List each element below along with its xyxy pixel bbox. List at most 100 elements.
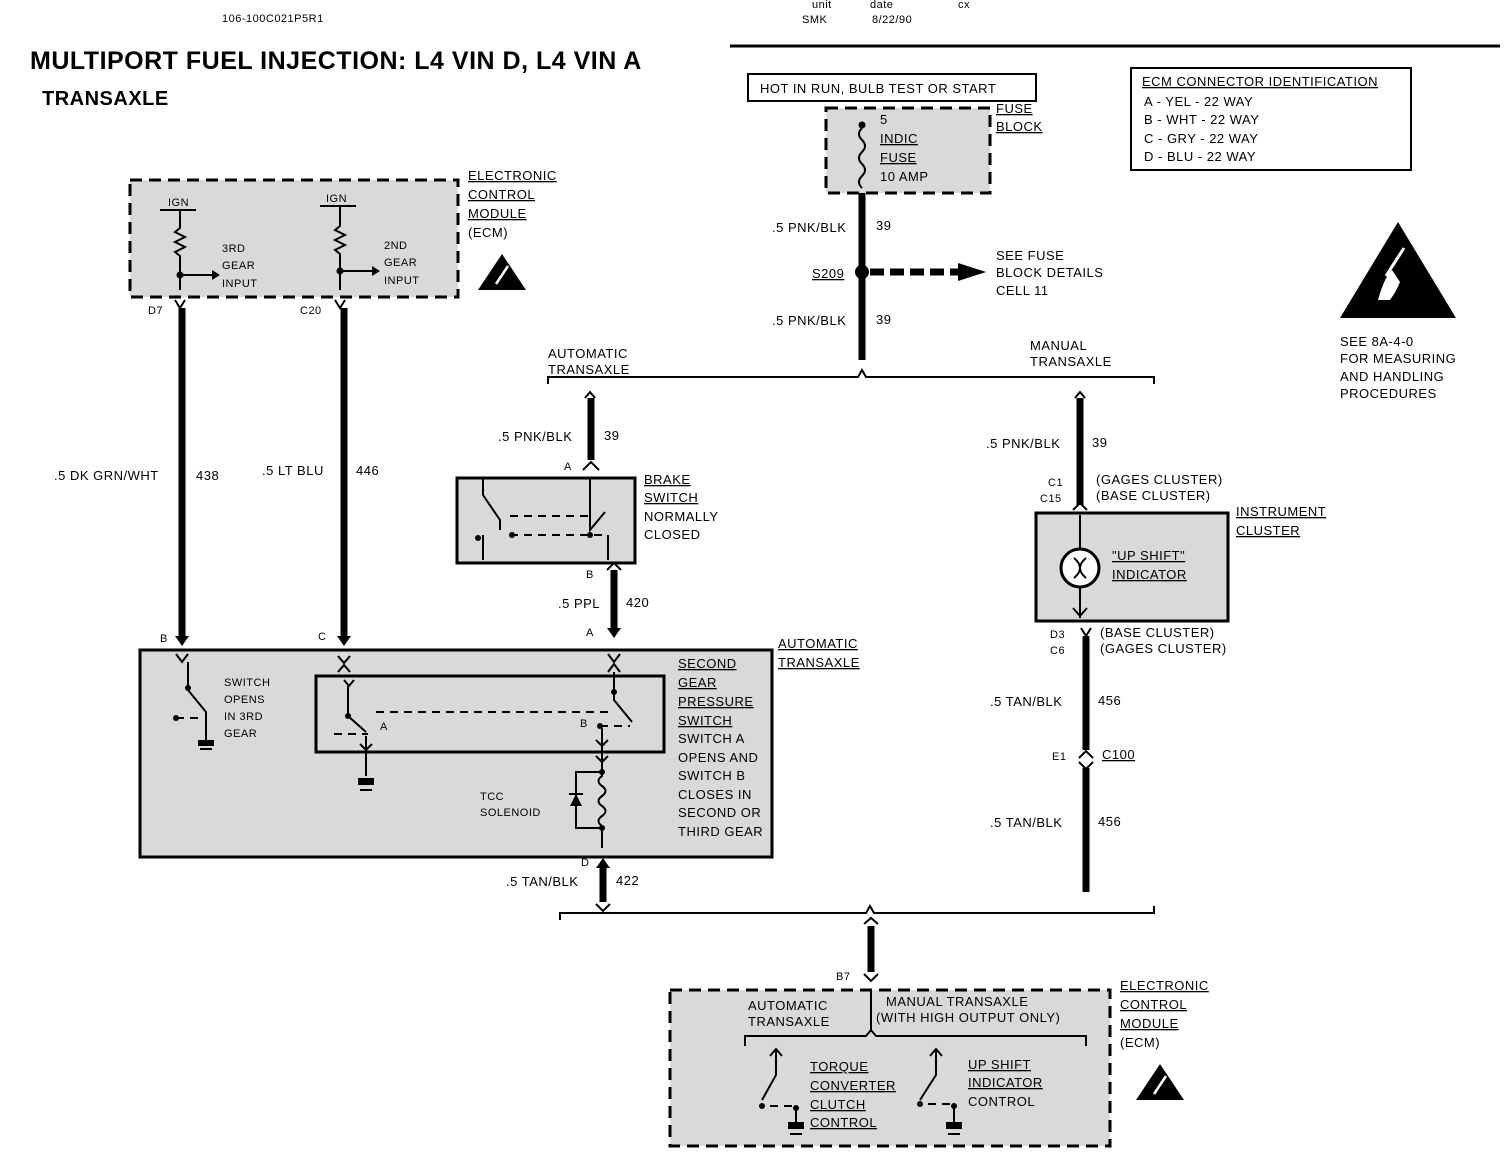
brake-node-1 xyxy=(587,532,593,538)
conn-c100 xyxy=(1078,749,1094,771)
switch-3rd-contact xyxy=(187,662,207,735)
cluster-pin-d3: D3 xyxy=(1050,629,1065,641)
splice-s209 xyxy=(855,265,869,279)
arrowhead-3rd xyxy=(212,270,220,280)
second-gear-switch-box xyxy=(314,674,666,754)
ecm-connector-row-b: B - WHT - 22 WAY xyxy=(1144,112,1259,127)
ecm-bottom-auto-2: TRANSAXLE xyxy=(748,1014,830,1029)
second-desc-2: OPENS AND xyxy=(678,750,758,765)
tcc-node-1 xyxy=(599,769,605,775)
wire-39c-num: 39 xyxy=(604,428,619,443)
cluster-c6-note: (GAGES CLUSTER) xyxy=(1100,641,1227,656)
sw-b-arrow xyxy=(595,739,609,748)
switch-3rd-node xyxy=(185,685,191,691)
unit-label: unit xyxy=(812,0,832,11)
ecm-bottom-bracket xyxy=(744,1028,1087,1046)
sw-a-label: A xyxy=(380,721,388,733)
ecm-bottom-label-3: MODULE xyxy=(1120,1016,1179,1031)
conn-c20 xyxy=(334,299,346,310)
conn-transaxle-b xyxy=(175,653,189,664)
branch-bracket-top xyxy=(547,367,1155,384)
tcc-control-arrow xyxy=(769,1047,783,1057)
ecm-top-label-4: (ECM) xyxy=(468,225,508,240)
brake-label-4: CLOSED xyxy=(644,527,700,542)
ecm-bottom-box xyxy=(668,988,1112,1148)
wire-456a-gauge: .5 TAN/BLK xyxy=(990,694,1062,709)
ecm-bottom-manual-2: (WITH HIGH OUTPUT ONLY) xyxy=(876,1010,1060,1025)
ecm-bottom-auto-1: AUTOMATIC xyxy=(748,998,828,1013)
brake-label-3: NORMALLY xyxy=(644,509,719,524)
document-id: 106-100C021P5R1 xyxy=(222,13,324,25)
ecm-bottom-label-2: CONTROL xyxy=(1120,997,1187,1012)
second-desc-3: SWITCH B xyxy=(678,768,746,783)
conn-422-bottom xyxy=(595,903,611,913)
second-desc-5: SECOND OR xyxy=(678,805,761,820)
wire-422-arrow xyxy=(596,858,610,868)
conn-cluster-in xyxy=(1072,501,1088,511)
ecm-bottom-label-4: (ECM) xyxy=(1120,1035,1160,1050)
tcc-diode-icon xyxy=(570,794,582,806)
ground-icon-1 xyxy=(198,735,214,750)
ecm-pin-b7: B7 xyxy=(836,971,850,983)
brake-switch-contact-1 xyxy=(589,478,606,533)
wire-446-gauge: .5 LT BLU xyxy=(262,463,324,478)
upshift-control-2: INDICATOR xyxy=(968,1075,1043,1090)
tcc-label-2: SOLENOID xyxy=(480,807,541,819)
wire-438-num: 438 xyxy=(196,468,219,483)
conn-brake-a xyxy=(582,460,600,471)
wire-422-num: 422 xyxy=(616,873,639,888)
fuse-icon xyxy=(858,127,866,189)
page-title: MULTIPORT FUEL INJECTION: L4 VIN D, L4 V… xyxy=(30,47,642,75)
transaxle-pin-b: B xyxy=(160,633,168,645)
fuse-block-box xyxy=(824,106,992,195)
bulb-filament xyxy=(1073,557,1087,579)
branch-auto-1: AUTOMATIC xyxy=(548,346,628,361)
input-3rd-2: GEAR xyxy=(222,260,255,272)
switch-3rd-1: SWITCH xyxy=(224,677,270,689)
cluster-label-2: CLUSTER xyxy=(1236,523,1300,538)
esd-note-2: FOR MEASURING xyxy=(1340,351,1456,366)
ecm-top-ign-1: IGN xyxy=(168,197,189,209)
upshift-control-node-2 xyxy=(951,1103,957,1109)
ecm-top-label-2: CONTROL xyxy=(468,187,535,202)
ecm-top-label-1: ELECTRONIC xyxy=(468,168,557,183)
conn-39-man-top xyxy=(1074,390,1086,399)
tcc-control-2: CONVERTER xyxy=(810,1078,896,1093)
indicator-label-2: INDICATOR xyxy=(1112,567,1187,582)
fuse-name-1: INDIC xyxy=(880,131,918,146)
tcc-control-switch xyxy=(761,1050,777,1101)
conn-d7 xyxy=(174,299,186,310)
pullup-resistor-1 xyxy=(172,210,188,290)
date-label: date xyxy=(870,0,893,11)
conn-transaxle-c xyxy=(337,655,351,673)
wire-438-gauge: .5 DK GRN/WHT xyxy=(54,468,159,483)
fuse-block-label-1: FUSE xyxy=(996,101,1033,116)
input-2nd-3: INPUT xyxy=(384,275,420,287)
upshift-control-node xyxy=(917,1101,923,1107)
conn-b7-top xyxy=(863,916,879,925)
fuse-top-node xyxy=(858,121,866,129)
brake-label-2: SWITCH xyxy=(644,490,698,505)
splice-s209-label: S209 xyxy=(812,266,844,281)
brake-switch-box xyxy=(455,476,637,565)
tcc-label-1: TCC xyxy=(480,791,504,803)
brake-node-3 xyxy=(475,535,481,541)
cluster-c15-note: (BASE CLUSTER) xyxy=(1096,488,1211,503)
pullup-resistor-2 xyxy=(332,206,348,290)
c100-label: C100 xyxy=(1102,747,1135,762)
esd-small-icon-2 xyxy=(1136,1064,1184,1100)
fuse-name-2: FUSE xyxy=(880,150,917,165)
ecm-top-label-3: MODULE xyxy=(468,206,527,221)
pin-d7: D7 xyxy=(148,305,163,317)
wire-39d-gauge: .5 PNK/BLK xyxy=(986,436,1060,451)
see-fuse-1: SEE FUSE xyxy=(996,248,1064,263)
switch-3rd-node-2 xyxy=(173,715,179,721)
branch-manual-2: TRANSAXLE xyxy=(1030,354,1112,369)
esd-warning-icon xyxy=(1340,222,1456,318)
upshift-control-1: UP SHIFT xyxy=(968,1057,1031,1072)
tcc-node-2 xyxy=(599,825,605,831)
wire-39a-num: 39 xyxy=(876,218,891,233)
second-gear-2: GEAR xyxy=(678,675,717,690)
wire-420-arrow xyxy=(607,628,621,638)
conn-brake-b xyxy=(606,561,622,571)
